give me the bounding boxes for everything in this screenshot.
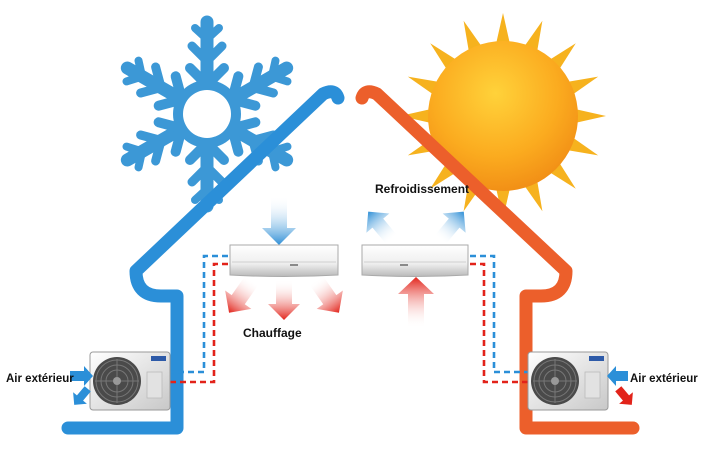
sun-ray [400,108,434,124]
refrigerant-pipes-right [470,254,530,384]
outdoor-unit-right [527,351,609,411]
heating-label: Chauffage [243,326,302,340]
cooling-label: Refroidissement [375,182,470,196]
outdoor-air-arrows-left [70,366,93,405]
sun-ray [572,108,606,124]
warm-house-outline [355,85,640,435]
sun-ray [495,13,511,47]
fan-icon [93,357,141,405]
fan-icon [531,357,579,405]
cold-air-arrow [262,196,296,245]
sun-ray [495,185,511,219]
sun-icon [400,13,606,219]
outdoor-unit-left [89,351,171,411]
cooling-arrows [366,211,466,245]
cold-house-outline [61,85,345,435]
snowflake-icon [119,22,295,206]
heating-arrows [225,275,343,320]
outdoor-air-label-right: Air extérieur [630,373,698,385]
wall-ac-unit-left [229,244,339,277]
outdoor-air-label-left: Air extérieur [6,373,74,385]
outdoor-air-arrows-right [607,366,633,405]
hot-air-arrow [398,277,434,328]
wall-ac-unit-right [361,244,469,277]
refrigerant-pipes-left [170,254,228,384]
